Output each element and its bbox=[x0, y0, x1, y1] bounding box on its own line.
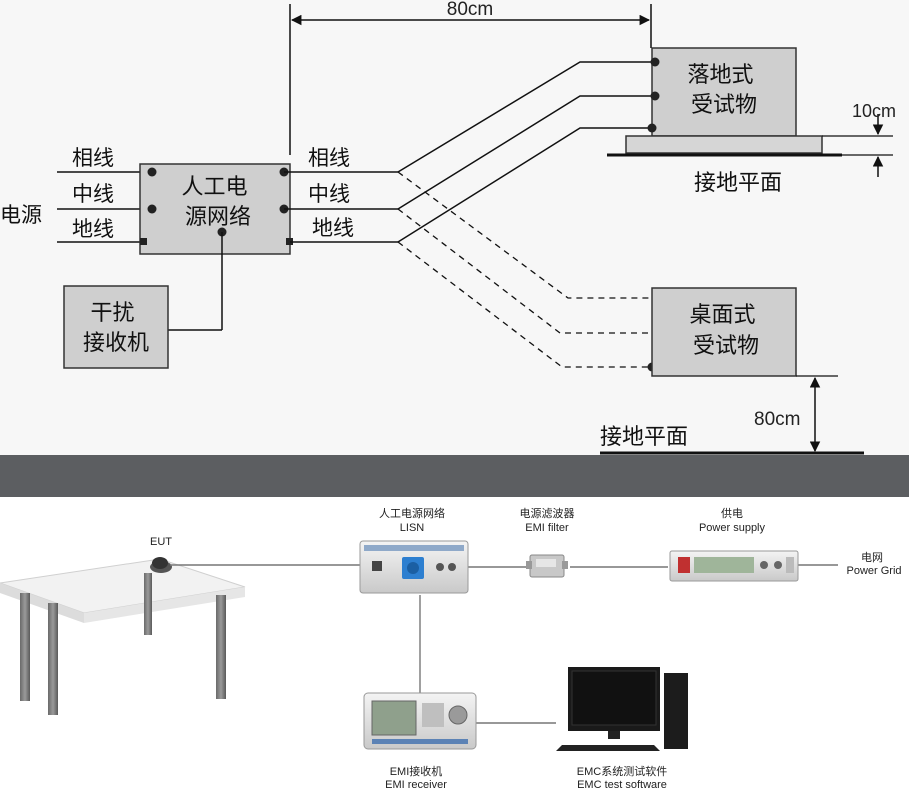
floor-eut-neutral-terminal bbox=[650, 91, 660, 101]
ground-plane-label-1: 接地平面 bbox=[694, 171, 782, 196]
software-en-label: EMC test software bbox=[577, 779, 667, 791]
floor-eut-label-2: 受试物 bbox=[691, 93, 757, 118]
test-table bbox=[0, 558, 246, 715]
table-eut-label-1: 桌面式 bbox=[689, 303, 755, 328]
svg-text:干扰 接收机: 干扰 接收机 bbox=[83, 301, 149, 356]
emi-receiver-device bbox=[363, 692, 477, 750]
svg-text:桌面式 受试物: 桌面式 受试物 bbox=[689, 303, 762, 359]
table-phase-cable bbox=[397, 171, 652, 299]
right-phase-label: 相线 bbox=[308, 146, 350, 170]
floor-eut-label-1: 落地式 bbox=[687, 63, 753, 88]
left-neutral-label: 中线 bbox=[72, 182, 114, 206]
lisn-cn-label: 人工电源网络 bbox=[379, 506, 445, 520]
right-earth-label: 地线 bbox=[312, 216, 354, 240]
lisn-device bbox=[359, 540, 469, 594]
eut-device bbox=[150, 557, 172, 573]
separator-band bbox=[0, 455, 909, 497]
floor-eut-phase-terminal bbox=[650, 57, 660, 67]
eut-label: EUT bbox=[150, 536, 172, 548]
illustration-svg: EUT 人工电源网络 LISN 电源滤波器 EMI filter 供电 Powe… bbox=[0, 506, 902, 791]
emi-filter-device bbox=[526, 554, 568, 578]
receiver-label-1: 干扰 bbox=[90, 301, 134, 326]
floor-ground-plane bbox=[625, 135, 823, 154]
table-earth-cable bbox=[397, 241, 652, 368]
table-eut-label-2: 受试物 bbox=[693, 334, 759, 359]
table-eut-box bbox=[651, 287, 797, 377]
ground-plane-label-2: 接地平面 bbox=[600, 425, 688, 450]
filter-cn-label: 电源滤波器 bbox=[520, 506, 575, 520]
conducted-emission-diagram: 80cm 落地式 受试物 接地平面 10cm 相线 中线 地线 电源 人工电 源… bbox=[0, 0, 897, 455]
receiver-en-label: EMI receiver bbox=[385, 779, 447, 791]
lisn-left-earth-terminal bbox=[140, 238, 147, 245]
lisn-right-earth-terminal bbox=[286, 238, 293, 245]
grid-en-label: Power Grid bbox=[846, 565, 901, 577]
supply-en-label: Power supply bbox=[699, 522, 766, 534]
lisn-en-label: LISN bbox=[400, 522, 425, 534]
floor-eut-box bbox=[651, 47, 797, 137]
right-neutral-label: 中线 bbox=[308, 182, 350, 206]
dim-80cm-top-label: 80cm bbox=[447, 0, 493, 20]
power-supply-device bbox=[669, 550, 799, 582]
supply-cn-label: 供电 bbox=[721, 506, 743, 520]
test-setup-illustration: EUT 人工电源网络 LISN 电源滤波器 EMI filter 供电 Powe… bbox=[0, 497, 909, 792]
lisn-box bbox=[139, 163, 291, 255]
receiver-box bbox=[63, 285, 169, 369]
svg-text:人工电 源网络: 人工电 源网络 bbox=[181, 175, 254, 230]
left-earth-label: 地线 bbox=[72, 217, 114, 241]
svg-text:落地式 受试物: 落地式 受试物 bbox=[687, 63, 760, 118]
dim-10cm-label: 10cm bbox=[852, 101, 896, 121]
filter-en-label: EMI filter bbox=[525, 522, 569, 534]
dim-80cm-side-label: 80cm bbox=[754, 409, 800, 430]
pc-workstation bbox=[556, 667, 688, 751]
receiver-cn-label: EMI接收机 bbox=[390, 764, 443, 778]
diagram-svg: 80cm 落地式 受试物 接地平面 10cm 相线 中线 地线 电源 人工电 源… bbox=[0, 0, 896, 455]
floor-phase-cable bbox=[397, 61, 652, 173]
table-neutral-cable bbox=[397, 208, 652, 334]
lisn-left-phase-terminal bbox=[147, 167, 157, 177]
floor-neutral-cable bbox=[397, 95, 652, 210]
receiver-label-2: 接收机 bbox=[83, 331, 149, 356]
lisn-left-neutral-terminal bbox=[147, 204, 157, 214]
grid-cn-label: 电网 bbox=[861, 551, 883, 564]
mains-label: 电源 bbox=[0, 203, 42, 227]
floor-earth-cable bbox=[397, 127, 652, 243]
software-cn-label: EMC系统测试软件 bbox=[577, 764, 667, 778]
lisn-label-2: 源网络 bbox=[185, 205, 251, 230]
lisn-label-1: 人工电 bbox=[181, 175, 247, 200]
left-phase-label: 相线 bbox=[72, 146, 114, 170]
floor-eut-earth-terminal bbox=[647, 123, 657, 133]
